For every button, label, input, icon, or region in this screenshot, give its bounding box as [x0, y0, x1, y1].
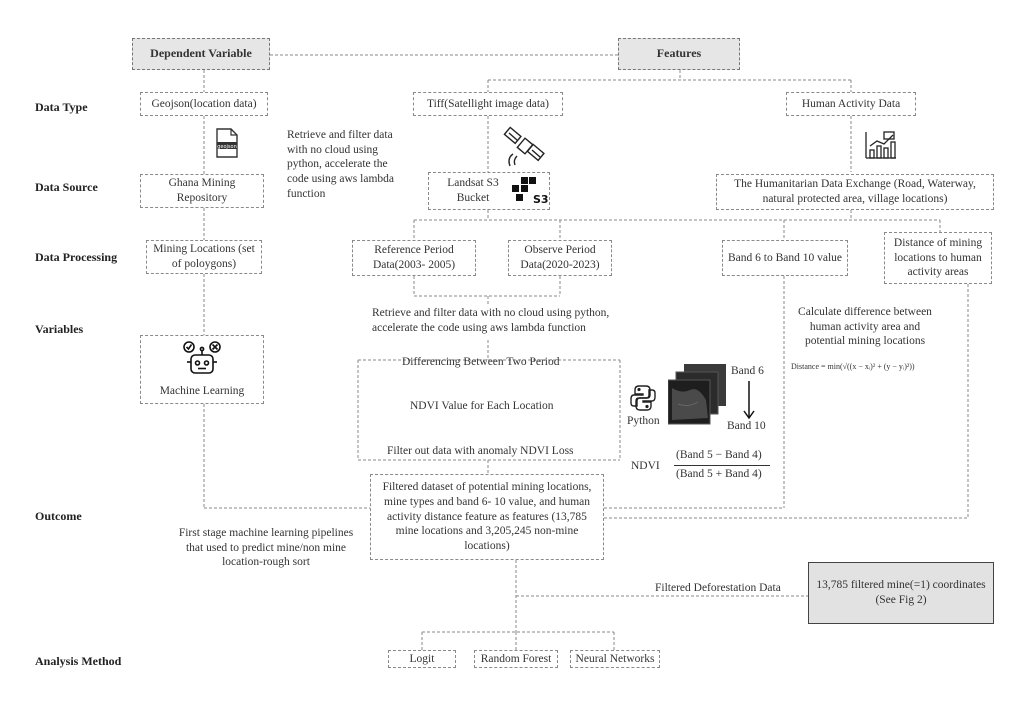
row-label-data-type: Data Type — [35, 100, 88, 114]
robot-icon — [181, 340, 225, 389]
band6-label: Band 6 — [731, 365, 764, 377]
filtered-deforestation-label: Filtered Deforestation Data — [655, 582, 781, 594]
machine-learning-label: Machine Learning — [159, 385, 245, 398]
variable-differencing: Differencing Between Two Period — [402, 356, 560, 368]
machine-learning-box: Machine Learning — [140, 335, 264, 404]
row-label-variables: Variables — [35, 322, 84, 336]
datatype-geojson: Geojson(location data) — [140, 92, 268, 116]
source-ghana-repository: Ghana Mining Repository — [140, 174, 264, 208]
processing-distance-human-activity: Distance of mining locations to human ac… — [884, 232, 992, 284]
row-label-data-processing: Data Processing — [35, 250, 118, 264]
aws-s3-icon: S3 — [509, 176, 549, 213]
satellite-icon — [503, 126, 549, 173]
arrow-down-icon — [742, 381, 756, 426]
variable-ndvi-value: NDVI Value for Each Location — [410, 400, 554, 412]
outcome-filtered-dataset: Filtered dataset of potential mining loc… — [370, 474, 604, 560]
retrieve-note-top: Retrieve and filter data with no cloud u… — [287, 129, 394, 200]
source-humanitarian-data-exchange: The Humanitarian Data Exchange (Road, Wa… — [716, 174, 994, 210]
ndvi-numerator: (Band 5 − Band 4) — [676, 449, 762, 461]
datatype-tiff: Tiff(Satellight image data) — [413, 92, 563, 116]
variable-filter-ndvi: Filter out data with anomaly NDVI Loss — [387, 445, 574, 457]
first-stage-note: First stage machine learning pipelines t… — [178, 527, 354, 569]
geojson-file-icon-label: geojson — [217, 144, 237, 150]
python-logo-icon — [630, 384, 656, 417]
row-label-data-source: Data Source — [35, 180, 98, 194]
calculate-difference-note: Calculate difference between human activ… — [798, 306, 932, 348]
method-neural-networks: Neural Networks — [570, 650, 660, 668]
retrieve-note-mid: Retrieve and filter data with no cloud u… — [372, 307, 610, 334]
band10-label: Band 10 — [727, 420, 766, 432]
processing-band-values: Band 6 to Band 10 value — [722, 240, 848, 276]
python-label: Python — [627, 415, 660, 427]
distance-formula: Distance = min(√((x − xᵢ)² + (y − yᵢ)²)) — [791, 362, 915, 371]
ndvi-denominator: (Band 5 + Band 4) — [676, 468, 762, 480]
geojson-file-icon: geojson — [215, 128, 239, 163]
outcome-filtered-mine-coordinates: 13,785 filtered mine(=1) coordinates (Se… — [808, 562, 994, 624]
satellite-bands-image — [667, 364, 728, 431]
header-dependent-variable: Dependent Variable — [132, 38, 270, 70]
row-label-outcome: Outcome — [35, 509, 82, 523]
aws-s3-icon-label: S3 — [533, 193, 549, 206]
source-landsat-s3-label: Landsat S3 Bucket — [447, 177, 499, 204]
ndvi-fraction-bar — [674, 465, 770, 466]
row-label-analysis-method: Analysis Method — [35, 654, 122, 668]
processing-observe-period: Observe Period Data(2020-2023) — [508, 240, 612, 276]
header-features: Features — [618, 38, 740, 70]
method-random-forest: Random Forest — [474, 650, 558, 668]
ndvi-label: NDVI — [631, 460, 660, 472]
method-logit: Logit — [388, 650, 456, 668]
datatype-human-activity: Human Activity Data — [786, 92, 916, 116]
processing-mining-locations: Mining Locations (set of poloygons) — [146, 240, 262, 274]
source-landsat-s3: Landsat S3 Bucket S3 — [428, 172, 550, 210]
chart-activity-icon — [864, 130, 898, 165]
processing-reference-period: Reference Period Data(2003- 2005) — [352, 240, 476, 276]
